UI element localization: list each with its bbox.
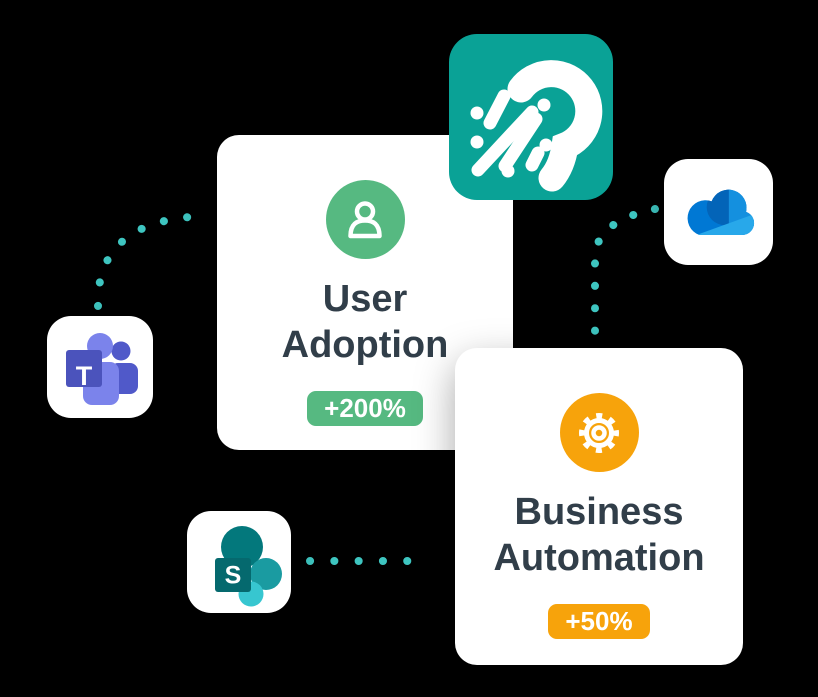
sharepoint-icon: S bbox=[215, 526, 282, 607]
person-icon-circle bbox=[325, 180, 405, 259]
teams-letter: T bbox=[76, 361, 93, 391]
gear-icon bbox=[579, 412, 619, 453]
sharepoint-letter: S bbox=[225, 562, 242, 590]
user-adoption-badge: +200% bbox=[307, 391, 423, 426]
business-automation-card: Business Automation +50% bbox=[455, 348, 743, 665]
business-automation-badge: +50% bbox=[548, 604, 650, 639]
gear-icon-circle bbox=[559, 393, 639, 472]
sharepoint-tile: S bbox=[187, 511, 291, 613]
user-adoption-card: User Adoption +200% bbox=[217, 135, 513, 450]
person-icon bbox=[348, 200, 382, 238]
connector-onedrive-to-business-automation bbox=[591, 205, 659, 341]
onedrive-tile bbox=[664, 159, 773, 265]
connector-teams-to-user-adoption bbox=[93, 212, 210, 310]
brand-logo bbox=[449, 34, 613, 200]
user-adoption-title: User Adoption bbox=[282, 276, 449, 368]
onedrive-cloud-icon bbox=[687, 189, 754, 235]
title-line: Automation bbox=[493, 537, 705, 579]
microsoft-teams-tile: T bbox=[47, 316, 153, 418]
microsoft-teams-icon: T bbox=[66, 333, 138, 405]
comet-jellyfish-logo-icon bbox=[470, 60, 603, 192]
business-automation-title: Business Automation bbox=[493, 489, 704, 581]
title-line: User bbox=[322, 278, 408, 320]
title-line: Business bbox=[514, 491, 684, 533]
title-line: Adoption bbox=[281, 324, 449, 366]
